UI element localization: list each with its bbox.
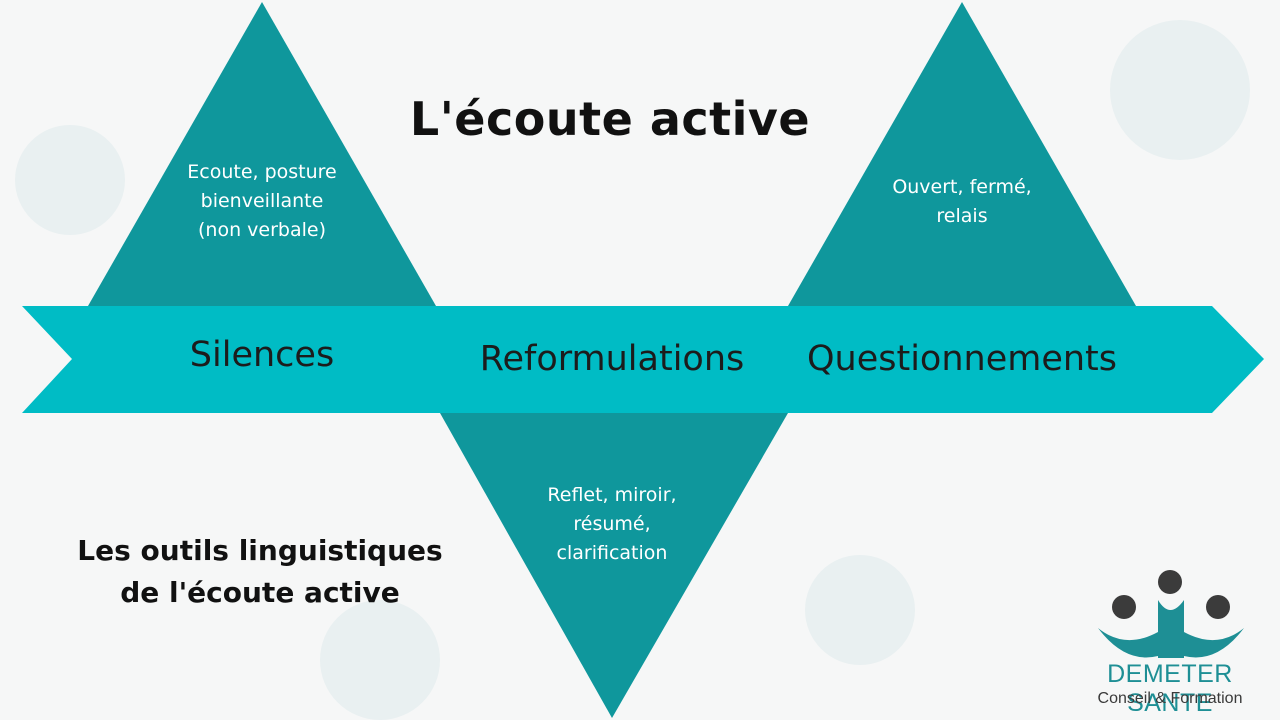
- diagram-subtitle: Les outils linguistiques de l'écoute act…: [40, 530, 480, 614]
- label-questionnements: Questionnements: [806, 339, 1118, 379]
- logo-mark: [1098, 570, 1244, 658]
- label-silences: Silences: [189, 335, 335, 375]
- diagram-title: L'écoute active: [409, 92, 811, 146]
- detail-line: Reflet, miroir,: [547, 484, 677, 506]
- subtitle-line: de l'écoute active: [120, 576, 400, 609]
- detail-line: Ouvert, fermé,: [892, 176, 1032, 198]
- detail-line: Ecoute, posture: [187, 161, 337, 183]
- logo-name: DEMETER SANTE: [1107, 660, 1233, 717]
- background-decoration: [15, 20, 1250, 720]
- silences-detail: Ecoute, posture bienveillante (non verba…: [162, 158, 362, 245]
- questionnements-detail: Ouvert, fermé, relais: [862, 173, 1062, 231]
- triangle-silences: [88, 2, 436, 306]
- label-reformulations: Reformulations: [479, 339, 745, 379]
- subtitle-line: Les outils linguistiques: [77, 534, 443, 567]
- detail-line: clarification: [556, 542, 668, 564]
- reformulations-detail: Reflet, miroir, résumé, clarification: [512, 481, 712, 568]
- arrow-band: [22, 306, 1264, 413]
- detail-line: (non verbale): [198, 219, 326, 241]
- logo-tagline: Conseil & Formation: [1097, 690, 1243, 707]
- detail-line: résumé,: [573, 513, 651, 535]
- triangle-questionnements: [788, 2, 1136, 306]
- triangle-reformulations: [440, 413, 788, 718]
- detail-line: bienveillante: [200, 190, 324, 212]
- detail-line: relais: [936, 205, 988, 227]
